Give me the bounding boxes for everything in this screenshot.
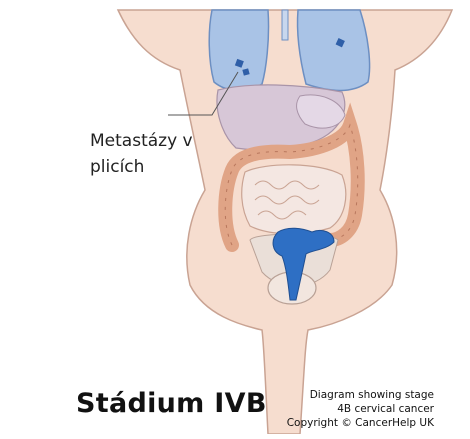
metastasis-callout-label: Metastázy v plicích: [90, 128, 240, 180]
trachea: [282, 10, 288, 40]
caption-line-3: Copyright © CancerHelp UK: [287, 416, 434, 430]
callout-line-1: Metastázy v: [90, 128, 240, 154]
callout-line-2: plicích: [90, 154, 240, 180]
left-lung: [209, 10, 268, 91]
right-lung: [297, 10, 369, 91]
caption-line-2: 4B cervical cancer: [287, 402, 434, 416]
stage-title: Stádium IVB: [76, 388, 267, 419]
small-intestine: [242, 165, 346, 234]
caption-line-1: Diagram showing stage: [287, 388, 434, 402]
diagram-caption: Diagram showing stage 4B cervical cancer…: [287, 388, 434, 430]
